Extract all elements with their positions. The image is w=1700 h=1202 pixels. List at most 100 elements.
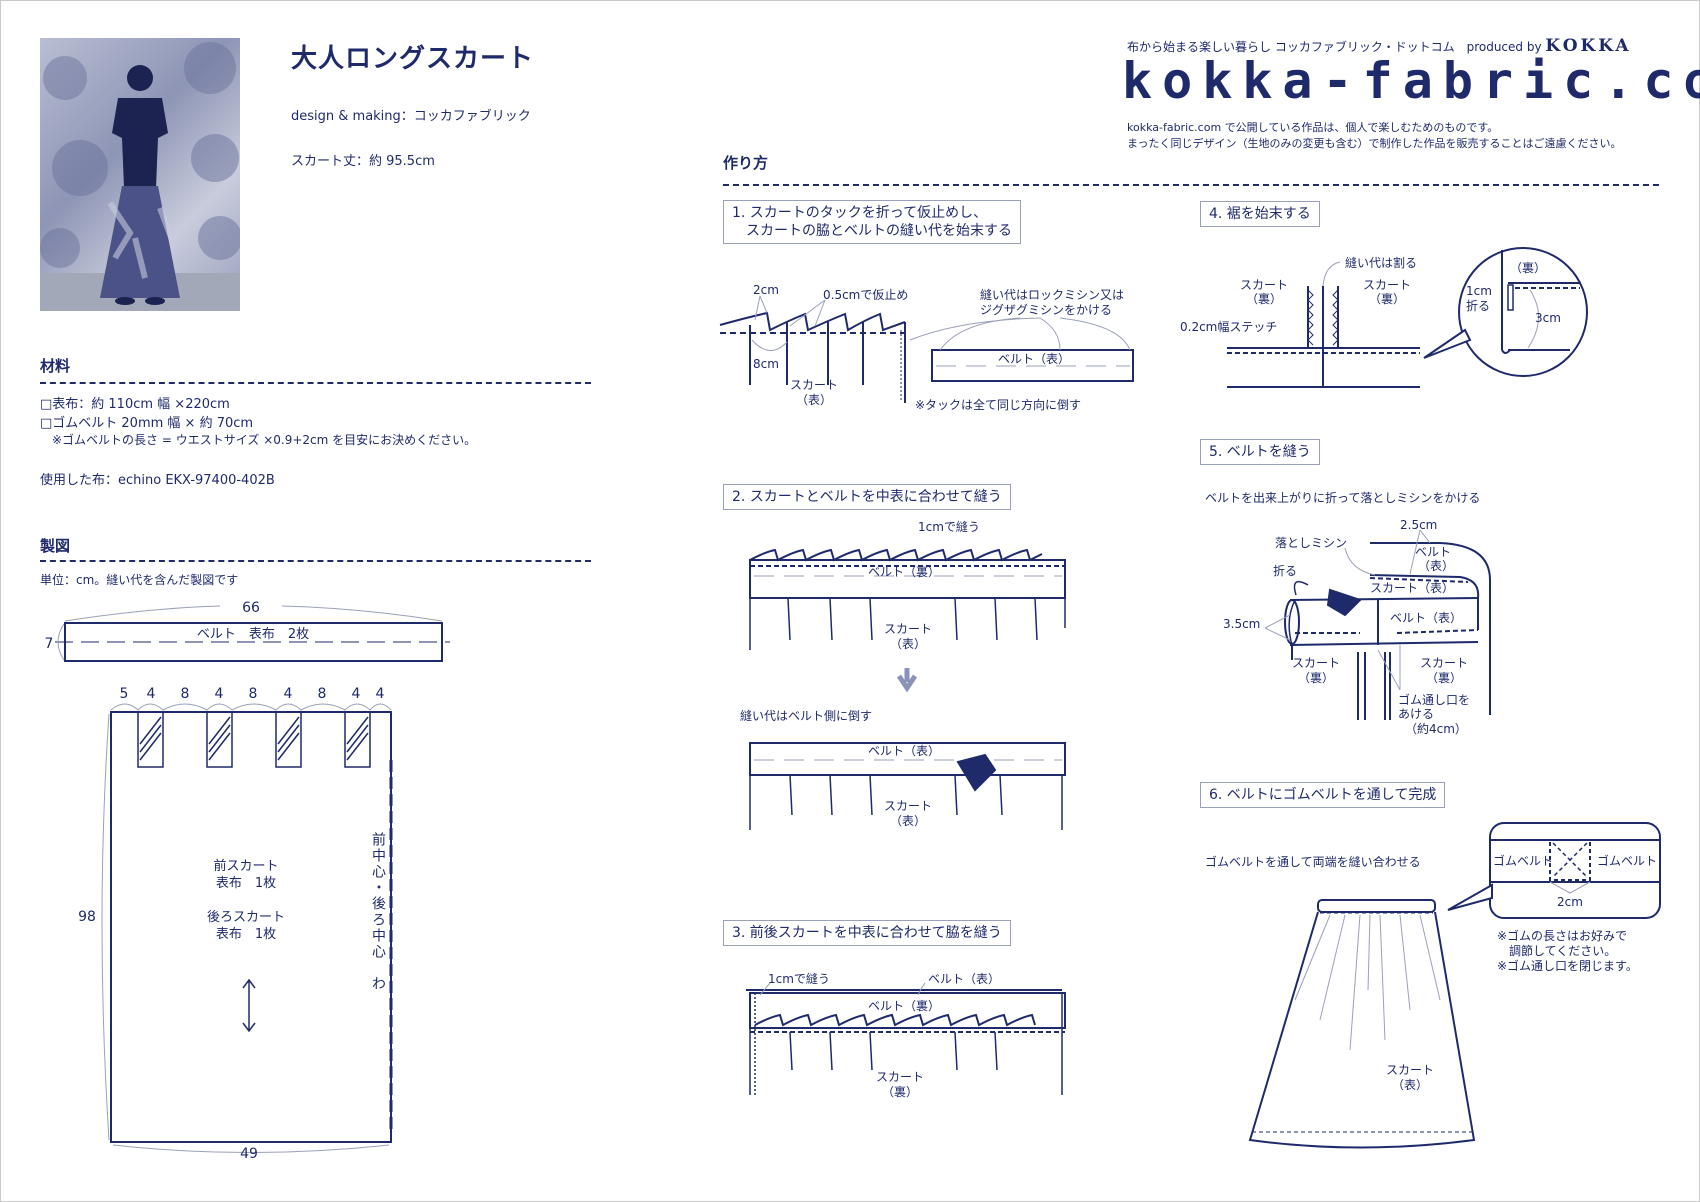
step2-belt-face: ベルト（表） bbox=[868, 744, 940, 758]
step1-finish1: 縫い代はロックミシン又は bbox=[980, 287, 1124, 302]
belt-height-dim: 7 bbox=[45, 636, 54, 652]
step1-face: （表） bbox=[796, 393, 832, 407]
step5-skirt-right: スカート bbox=[1420, 656, 1468, 670]
step4-back-right: （裏） bbox=[1369, 291, 1405, 306]
photo-illustration bbox=[40, 42, 240, 311]
step5-25cm: 2.5cm bbox=[1400, 518, 1437, 532]
step4-fold1: 1cm bbox=[1466, 284, 1492, 298]
step4-back-left: （裏） bbox=[1246, 291, 1282, 306]
materials-divider bbox=[40, 382, 591, 384]
step1-baste: 0.5cmで仮止め bbox=[823, 288, 908, 302]
step3-title: 3. 前後スカートを中表に合わせて脇を縫う bbox=[723, 920, 1011, 946]
step6-note1: ※ゴムの長さはお好みで bbox=[1497, 928, 1627, 943]
step5-belt: ベルト bbox=[1415, 545, 1451, 559]
step2-face: （表） bbox=[890, 637, 926, 651]
skirt-height-dim: 98 bbox=[78, 909, 96, 925]
step6-note3: ※ゴム通し口を閉じます。 bbox=[1497, 958, 1638, 973]
pattern-divider bbox=[40, 560, 591, 562]
tuck-dim: 8 bbox=[249, 686, 258, 702]
howto-divider bbox=[723, 184, 1659, 186]
step5-face: （表） bbox=[1418, 559, 1454, 573]
step6-elastic-left: ゴムベルト bbox=[1493, 853, 1553, 868]
belt-pattern-piece bbox=[55, 605, 450, 662]
step4-stitch: 0.2cm幅ステッチ bbox=[1180, 319, 1277, 334]
step4-circle-back: （裏） bbox=[1510, 260, 1546, 275]
materials-item: ※ゴムベルトの長さ = ウエストサイズ ×0.9+2cm を目安にお決めください… bbox=[40, 433, 477, 447]
step5-fold: 折る bbox=[1273, 563, 1297, 578]
step1-title-line2: スカートの脇とベルトの縫い代を始末する bbox=[732, 223, 1012, 239]
skirt-pattern-piece bbox=[101, 703, 393, 1153]
step3-back: （裏） bbox=[882, 1084, 918, 1099]
kokka-wordmark: KOKKA bbox=[1545, 36, 1632, 56]
usage-notice-2: まったく同じデザイン（生地のみの変更も含む）で制作した作品を販売することはご遠慮… bbox=[1127, 137, 1622, 150]
step5-belt-face: ベルト（表） bbox=[1390, 611, 1462, 625]
brand-tagline: 布から始まる楽しい暮らし コッカファブリック・ドットコム produced by bbox=[1127, 40, 1542, 54]
belt-width-dim: 66 bbox=[242, 600, 260, 616]
step6-face: （表） bbox=[1392, 1078, 1428, 1092]
step2-skirt2: スカート bbox=[884, 799, 932, 813]
skirt-length: スカート丈：約 95.5cm bbox=[291, 154, 435, 169]
step1-title: 1. スカートのタックを折って仮止めし、 スカートの脇とベルトの縫い代を始末する bbox=[723, 200, 1021, 244]
step3-skirt: スカート bbox=[876, 1070, 924, 1084]
unit-note: 単位：cm。縫い代を含んだ製図です bbox=[40, 573, 239, 587]
tuck-dim: 5 bbox=[120, 686, 129, 702]
step4-press-open: 縫い代は割る bbox=[1345, 255, 1417, 270]
step5-skirt-left: スカート bbox=[1292, 656, 1340, 670]
step1-belt: ベルト（表） bbox=[998, 352, 1070, 366]
step3-sew: 1cmで縫う bbox=[768, 971, 830, 986]
step5-ditch: 落としミシン bbox=[1275, 536, 1347, 550]
step1-2cm: 2cm bbox=[753, 283, 779, 297]
step4-fold2: 折る bbox=[1466, 298, 1490, 313]
step1-finish2: ジグザグミシンをかける bbox=[980, 303, 1112, 317]
step1-note: ※タックは全て同じ方向に倒す bbox=[915, 397, 1081, 412]
front-skirt-label: 前スカート bbox=[213, 858, 278, 874]
brand-tagline-row: 布から始まる楽しい暮らし コッカファブリック・ドットコム produced by… bbox=[1127, 36, 1632, 56]
materials-heading: 材料 bbox=[40, 357, 71, 375]
tuck-dim: 8 bbox=[181, 686, 190, 702]
model-photo bbox=[40, 38, 240, 311]
step1-skirt: スカート bbox=[790, 378, 838, 392]
tuck-dim: 4 bbox=[284, 686, 293, 702]
step2-sew: 1cmで縫う bbox=[918, 519, 980, 534]
step2-diagram bbox=[749, 548, 1066, 830]
step3-belt-back: ベルト（裏） bbox=[868, 998, 940, 1013]
step6-desc: ゴムベルトを通して両端を縫い合わせる bbox=[1205, 854, 1421, 869]
step4-title: 4. 裾を始末する bbox=[1200, 201, 1320, 227]
step5-desc: ベルトを出来上がりに折って落としミシンをかける bbox=[1205, 490, 1480, 505]
step5-35cm: 3.5cm bbox=[1223, 617, 1260, 631]
step4-skirt-left: スカート bbox=[1240, 278, 1288, 292]
tuck-dimensions: 5 4 8 4 8 4 8 4 4 bbox=[120, 686, 385, 702]
iron-icon bbox=[956, 753, 997, 792]
skirt-width-dim: 49 bbox=[240, 1146, 258, 1162]
fabric-used: 使用した布：echino EKX-97400-402B bbox=[40, 473, 275, 488]
step3-diagram bbox=[746, 982, 1066, 1095]
step5-back-right: （裏） bbox=[1426, 670, 1462, 685]
step5-skirt-face: スカート（表） bbox=[1370, 581, 1454, 595]
materials-item: □表布：約 110cm 幅 ×220cm bbox=[40, 397, 230, 412]
step6-diagram bbox=[1248, 822, 1661, 1149]
tuck-dim: 4 bbox=[147, 686, 156, 702]
front-skirt-fabric: 表布 1枚 bbox=[216, 876, 276, 891]
step5-back-left: （裏） bbox=[1298, 670, 1334, 685]
step5-opening2: あける bbox=[1398, 707, 1434, 721]
step1-diagram bbox=[719, 295, 1134, 403]
step2-face2: （表） bbox=[890, 814, 926, 828]
step3-belt-face: ベルト（表） bbox=[928, 972, 1000, 986]
step2-belt-back: ベルト（裏） bbox=[868, 564, 940, 579]
usage-notice-1: kokka-fabric.com で公開している作品は、個人で楽しむためのもので… bbox=[1127, 121, 1499, 134]
step1-title-line1: 1. スカートのタックを折って仮止めし、 bbox=[732, 205, 988, 221]
step5-opening3: （約4cm） bbox=[1405, 721, 1467, 736]
howto-heading: 作り方 bbox=[723, 154, 769, 172]
step2-skirt: スカート bbox=[884, 622, 932, 636]
step6-2cm: 2cm bbox=[1557, 895, 1583, 909]
step4-diagram bbox=[1227, 247, 1588, 388]
step2-title: 2. スカートとベルトを中表に合わせて縫う bbox=[723, 484, 1011, 510]
site-logo[interactable]: kokka-fabric.com bbox=[1122, 52, 1700, 110]
tuck-dim: 4 bbox=[352, 686, 361, 702]
belt-piece-label: ベルト 表布 2枚 bbox=[197, 627, 309, 642]
step2-press: 縫い代はベルト側に倒す bbox=[740, 708, 872, 723]
back-skirt-fabric: 表布 1枚 bbox=[216, 927, 276, 942]
step1-8cm: 8cm bbox=[753, 357, 779, 371]
tuck-dim: 4 bbox=[215, 686, 224, 702]
step6-title: 6. ベルトにゴムベルトを通して完成 bbox=[1200, 782, 1446, 808]
